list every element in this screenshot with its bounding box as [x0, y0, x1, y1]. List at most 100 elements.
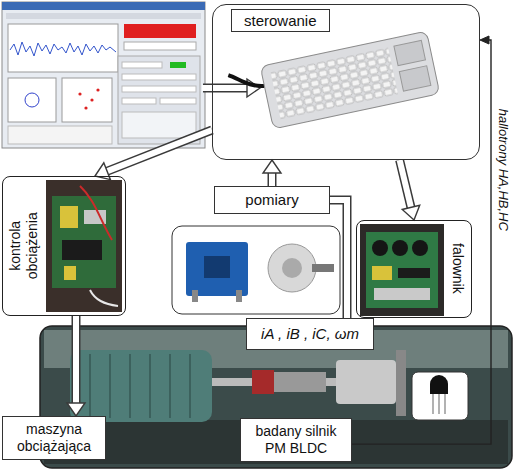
encoder-shaft: [312, 264, 334, 272]
sensor-aperture: [204, 256, 230, 278]
box-label: kontrola obciążenia: [6, 203, 42, 287]
pcb: [366, 232, 438, 308]
box-label: badany silnik PM BLDC: [247, 423, 345, 457]
arrow-shaft-outline: [330, 200, 347, 318]
arrow-shaft-outline: [268, 172, 277, 186]
inverter-board: [360, 224, 444, 316]
hall-body: [430, 375, 448, 394]
arrow-head: [95, 163, 110, 180]
hollow-arrow: [330, 200, 347, 318]
software-screenshot: [2, 2, 205, 148]
arrow-head: [67, 403, 85, 416]
plot-dot: [96, 88, 99, 91]
pcb: [52, 196, 116, 288]
arrow-shaft: [73, 316, 79, 404]
connector: [399, 66, 431, 91]
signal-trace: [10, 42, 116, 56]
device-body: [260, 31, 440, 129]
arrow-shaft: [330, 200, 347, 318]
field: [124, 42, 196, 50]
hall-sensor-picture: [412, 372, 468, 420]
coupling: [252, 370, 274, 394]
box-label: maszyna obciążająca: [9, 421, 99, 455]
signal-arrow: [352, 36, 491, 444]
panel-group: [122, 112, 196, 138]
button-grid: [271, 47, 398, 119]
frame-title: sterowanie: [231, 9, 330, 32]
component: [64, 266, 76, 280]
arrow-shaft-outline: [203, 84, 248, 93]
shaft: [326, 378, 336, 386]
plot-dot: [78, 92, 81, 95]
encoder-body: [268, 244, 316, 292]
status-area: [8, 126, 112, 144]
arrow-head: [402, 205, 420, 220]
xy-trace: [25, 93, 39, 107]
load-control-panel: kontrola obciążenia: [2, 176, 126, 316]
box-label: pomiary: [245, 191, 298, 209]
arrow-line: [352, 40, 491, 444]
hall-frame: [412, 372, 468, 420]
board-background: [46, 180, 122, 312]
arrow-head: [263, 160, 281, 173]
arrow-shaft: [400, 160, 412, 208]
panel-field: [122, 86, 196, 92]
load-machine: [70, 350, 212, 422]
arrow-shaft: [202, 85, 249, 91]
tested-motor: [336, 360, 396, 404]
capacitor: [392, 240, 408, 256]
inverter-panel: falownik: [356, 220, 472, 318]
sensor-pin: [236, 290, 242, 302]
component: [372, 266, 392, 280]
signal-label: hallotrony HA,HB,HC: [495, 107, 511, 233]
wire: [80, 186, 112, 240]
arrow-shaft: [106, 130, 212, 172]
arrow-shaft-outline: [106, 130, 212, 172]
window-body: [2, 2, 205, 148]
measurement-box: pomiary: [214, 186, 330, 214]
shaft: [212, 378, 252, 386]
hollow-arrow: [95, 130, 212, 180]
panel-field: [122, 98, 156, 104]
machine-label: badany silnik PM BLDC: [240, 418, 352, 462]
arrow-head: [247, 79, 260, 97]
sensors-frame: [172, 226, 340, 314]
mounting-plate: [396, 350, 406, 416]
panel-field: [160, 98, 196, 104]
controller-device: [228, 31, 440, 136]
board-background: [360, 224, 444, 316]
panel-field: [122, 74, 196, 80]
plot-area: [8, 24, 118, 72]
arrow-head: [480, 36, 489, 44]
plot-dot: [90, 98, 93, 101]
capacitor: [412, 240, 428, 256]
component: [398, 268, 430, 278]
sensors-picture: [172, 226, 340, 314]
machine-label: maszyna obciążająca: [2, 416, 106, 460]
xy-plot: [8, 78, 56, 122]
load-control-board: [46, 180, 122, 312]
encoder-flange: [282, 258, 302, 278]
arrow-shaft: [269, 172, 275, 186]
cable: [228, 68, 264, 92]
connector: [394, 40, 426, 65]
cooling-fins: [90, 354, 190, 418]
signal-box: iA , iB , iC, ωm: [246, 318, 374, 350]
hall-legs: [433, 394, 445, 414]
plot-dot: [84, 106, 87, 109]
tool-bar: [6, 13, 201, 19]
connector-strip: [374, 288, 430, 300]
title-bar: [2, 2, 205, 10]
box-label: falownik: [448, 226, 467, 310]
panel-field: [122, 62, 162, 68]
arrow-shaft-outline: [72, 316, 81, 404]
component: [60, 206, 78, 228]
red-indicator: [124, 24, 196, 38]
control-panel: [118, 56, 200, 144]
arrow-shaft-outline: [400, 160, 412, 208]
control-frame: sterowanie: [212, 4, 480, 160]
hollow-arrow: [263, 160, 281, 186]
